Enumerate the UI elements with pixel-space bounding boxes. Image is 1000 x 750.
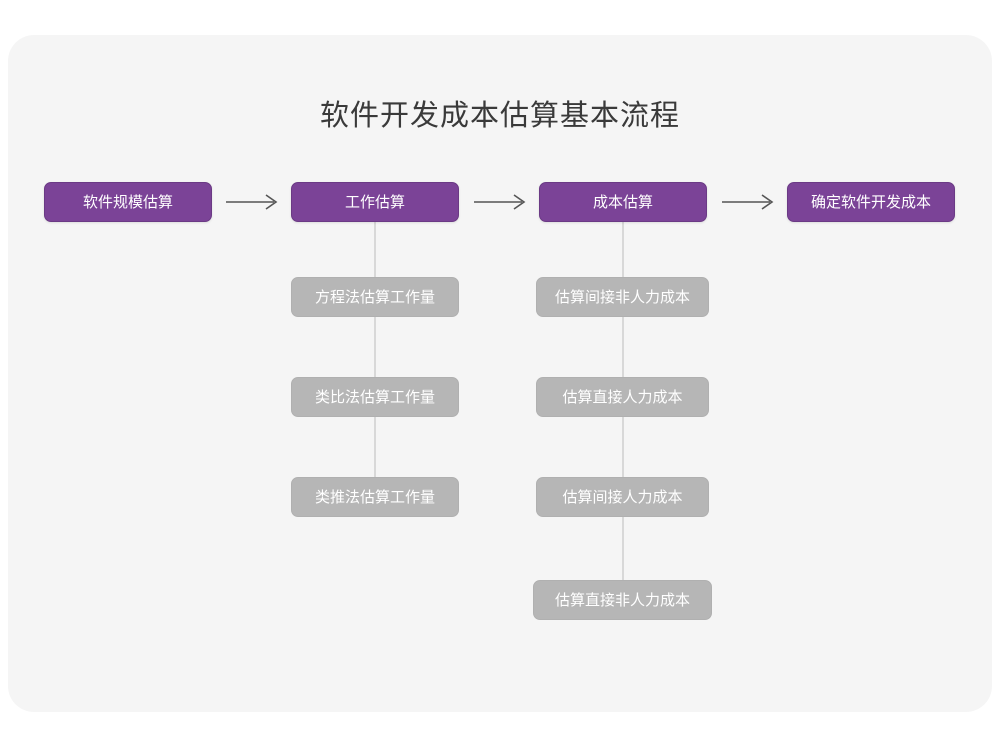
flow-subnode-cost-2[interactable]: 估算直接人力成本	[536, 377, 709, 417]
flow-subnode-work-2-label: 类比法估算工作量	[314, 387, 435, 406]
flow-subnode-cost-2-label: 估算直接人力成本	[562, 387, 683, 406]
flow-node-step-1-label: 软件规模估算	[82, 192, 173, 211]
flow-node-step-2-label: 工作估算	[344, 192, 405, 211]
page-title: 软件开发成本估算基本流程	[319, 98, 680, 132]
flow-node-step-1[interactable]: 软件规模估算	[44, 182, 212, 222]
flow-subnode-cost-1-label: 估算间接非人力成本	[554, 287, 690, 306]
flow-subnode-cost-4[interactable]: 估算直接非人力成本	[533, 580, 712, 620]
flow-subnode-cost-4-label: 估算直接非人力成本	[554, 590, 690, 609]
flow-subnode-work-3[interactable]: 类推法估算工作量	[291, 477, 459, 517]
arrow-right-icon-2	[474, 190, 530, 214]
diagram-card	[8, 35, 992, 712]
flow-subnode-cost-3[interactable]: 估算间接人力成本	[536, 477, 709, 517]
flow-subnode-work-2[interactable]: 类比法估算工作量	[291, 377, 459, 417]
flow-subnode-work-1[interactable]: 方程法估算工作量	[291, 277, 459, 317]
flow-subnode-work-3-label: 类推法估算工作量	[314, 487, 435, 506]
flow-node-step-4[interactable]: 确定软件开发成本	[787, 182, 955, 222]
arrow-right-icon-1	[226, 190, 282, 214]
flow-subnode-cost-1[interactable]: 估算间接非人力成本	[536, 277, 709, 317]
flow-node-step-3-label: 成本估算	[592, 192, 653, 211]
flow-node-step-3[interactable]: 成本估算	[539, 182, 707, 222]
flow-node-step-4-label: 确定软件开发成本	[810, 192, 931, 211]
arrow-right-icon-3	[722, 190, 778, 214]
flow-subnode-cost-3-label: 估算间接人力成本	[562, 487, 683, 506]
connector-line-work-branch	[374, 212, 376, 497]
flow-node-step-2[interactable]: 工作估算	[291, 182, 459, 222]
flow-subnode-work-1-label: 方程法估算工作量	[314, 287, 435, 306]
